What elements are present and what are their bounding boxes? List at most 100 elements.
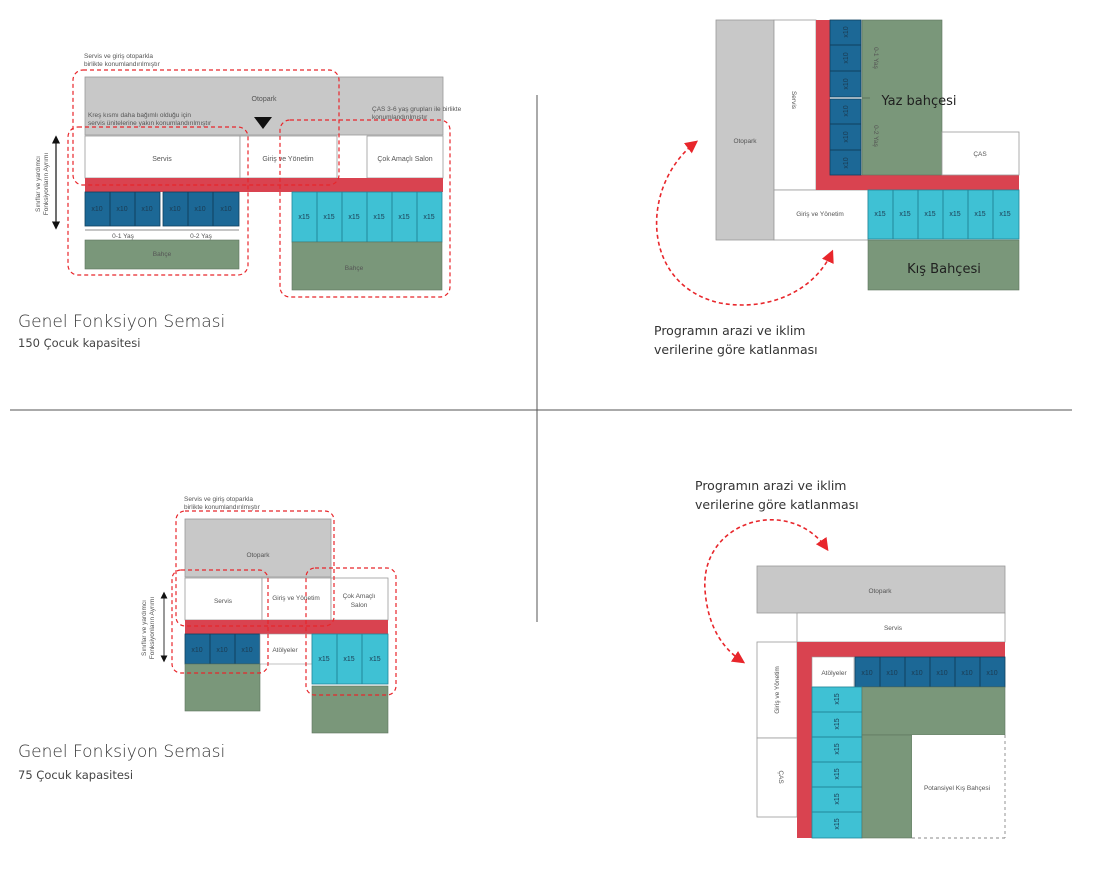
- q4-cas: [756, 737, 798, 818]
- q3-servis: [184, 577, 263, 621]
- q1-scheme: Otopark Servis Giriş ve Yönetim Çok Amaç…: [18, 53, 462, 350]
- q3-title: Genel Fonksiyon Semasi: [18, 742, 225, 762]
- q2-class-col-blue: x10 x10 x10 x10 x10 x10: [829, 19, 862, 176]
- q4-cas-label: ÇAS: [777, 770, 784, 784]
- q1-x15-3: x15: [348, 214, 359, 221]
- q3-giris-label: Giriş ve Yönetim: [272, 595, 320, 602]
- q4-x15-1: x15: [834, 693, 841, 704]
- q1-x15-6: x15: [423, 214, 434, 221]
- q1-x15-5: x15: [398, 214, 409, 221]
- q2-x10-3: x10: [843, 78, 850, 89]
- q4-otopark-label: Otopark: [868, 588, 892, 595]
- q1-x10-2: x10: [116, 206, 127, 213]
- q4-x10-4: x10: [936, 670, 947, 677]
- q3-subtitle: 75 Çocuk kapasitesi: [18, 768, 133, 782]
- q4-giris-label: Giriş ve Yönetim: [774, 666, 781, 714]
- q2-age2: 0-2 Yaş: [872, 125, 879, 148]
- q2-corridor-vertical: [816, 20, 830, 190]
- q1-title: Genel Fonksiyon Semasi: [18, 312, 225, 332]
- q3-dash-kres: [171, 569, 269, 674]
- q2-x15-2: x15: [899, 211, 910, 218]
- q4-corridor-horizontal: [797, 642, 1005, 657]
- q1-side-2: Fonksiyonların Ayrımı: [43, 153, 50, 216]
- q2-x15-4: x15: [949, 211, 960, 218]
- q1-otopark-label: Otopark: [252, 96, 277, 103]
- q3-atolyeler-label: Atölyeler: [272, 647, 298, 654]
- q4-x15-6: x15: [834, 818, 841, 829]
- q1-x15-4: x15: [373, 214, 384, 221]
- q3-otopark: [184, 518, 332, 578]
- q3-class-row-blue: x10 x10 x10: [184, 633, 261, 665]
- q1-class-row-cyan: x15 x15 x15 x15 x15 x15: [291, 191, 443, 243]
- q4-servis: [796, 612, 1006, 643]
- q1-x15-2: x15: [323, 214, 334, 221]
- q2-x10-4: x10: [843, 105, 850, 116]
- q2-kis-bahcesi: [867, 239, 1020, 291]
- q1-dash-cas: [279, 119, 451, 298]
- q3-servis-label: Servis: [214, 598, 233, 605]
- q3-x15-1: x15: [318, 656, 329, 663]
- q2-cas-label: ÇAS: [973, 151, 987, 158]
- q3-salon-label-1: Çok Amaçlı: [343, 593, 376, 600]
- q2-otopark: [715, 19, 775, 241]
- q4-note-1: Programın arazi ve iklim: [695, 478, 846, 493]
- q1-salon-label: Çok Amaçlı Salon: [377, 156, 432, 163]
- q2-x15-6: x15: [999, 211, 1010, 218]
- q1-note-cas-2: konumlandırılmıştır: [372, 114, 428, 121]
- q4-garden-vertical: [861, 734, 913, 839]
- q4-fold-arrow: [704, 518, 829, 664]
- q4-x15-5: x15: [834, 793, 841, 804]
- q1-note-kres-2: servis ünitelerine yakın konumlandırılmı…: [88, 120, 212, 127]
- q3-x10-1: x10: [191, 647, 202, 654]
- q4-corridor-vertical: [797, 642, 812, 838]
- q2-x10-2: x10: [843, 52, 850, 63]
- q1-note-cas-1: ÇAS 3-6 yaş grupları ile birlikte: [372, 106, 462, 113]
- q2-x10-5: x10: [843, 131, 850, 142]
- q3-salon: [330, 577, 389, 621]
- q1-age2: 0-2 Yaş: [190, 233, 213, 240]
- q2-note-1: Programın arazi ve iklim: [654, 323, 805, 338]
- q3-atolyeler: [259, 633, 313, 665]
- q1-entry-triangle: [254, 117, 272, 129]
- q1-note-servis-1: Servis ve giriş otoparkla: [84, 53, 153, 60]
- q1-bahce-left-label: Bahçe: [153, 251, 172, 258]
- q2-fold-arrow: [655, 140, 834, 306]
- q1-giris-label: Giriş ve Yönetim: [262, 156, 313, 163]
- q3-giris: [261, 577, 332, 621]
- q4-note-2: verilerine göre katlanması: [695, 497, 859, 512]
- q4-servis-label: Servis: [884, 625, 903, 632]
- q2-x10-6: x10: [843, 157, 850, 168]
- q3-bahce-left: [184, 663, 261, 712]
- q2-x15-1: x15: [874, 211, 885, 218]
- q1-subtitle: 150 Çocuk kapasitesi: [18, 336, 140, 350]
- q4-x10-1: x10: [861, 670, 872, 677]
- q3-class-row-cyan: x15 x15 x15: [311, 633, 389, 685]
- q2-yaz-label: Yaz bahçesi: [880, 94, 956, 109]
- q3-side-2: Fonksiyonların Ayrımı: [149, 597, 156, 660]
- q2-giris-label: Giriş ve Yönetim: [796, 211, 844, 218]
- q2-servis-label: Servis: [790, 91, 797, 110]
- q3-x15-3: x15: [369, 656, 380, 663]
- q3-x15-2: x15: [343, 656, 354, 663]
- q3-dash-cas: [305, 567, 397, 696]
- q1-age1: 0-1 Yaş: [112, 233, 135, 240]
- q4-x15-4: x15: [834, 768, 841, 779]
- q1-note-kres-1: Kreş kısmı daha bağımlı olduğu için: [88, 112, 191, 119]
- q1-x10-5: x10: [194, 206, 205, 213]
- q1-dash-kres: [67, 126, 249, 276]
- q1-x10-1: x10: [91, 206, 102, 213]
- q3-note-servis-2: birlikte konumlandırılmıştır: [184, 504, 261, 511]
- q1-servis: [84, 135, 241, 179]
- q2-scheme: Otopark Servis Giriş ve Yönetim x10 x10 …: [654, 19, 1020, 357]
- q3-scheme: Otopark Servis Giriş ve Yönetim Çok Amaç…: [18, 496, 397, 782]
- q3-dash-servis: [175, 510, 335, 627]
- q2-otopark-label: Otopark: [733, 138, 757, 145]
- q1-note-servis-2: birlikte konumlandırılmıştır: [84, 61, 161, 68]
- q2-yaz-bahcesi: [861, 19, 943, 176]
- q2-class-row-cyan: x15 x15 x15 x15 x15 x15: [867, 189, 1020, 240]
- q1-x10-4: x10: [169, 206, 180, 213]
- q1-x10-6: x10: [220, 206, 231, 213]
- q2-corridor-horizontal: [816, 175, 1019, 190]
- q4-x15-2: x15: [834, 718, 841, 729]
